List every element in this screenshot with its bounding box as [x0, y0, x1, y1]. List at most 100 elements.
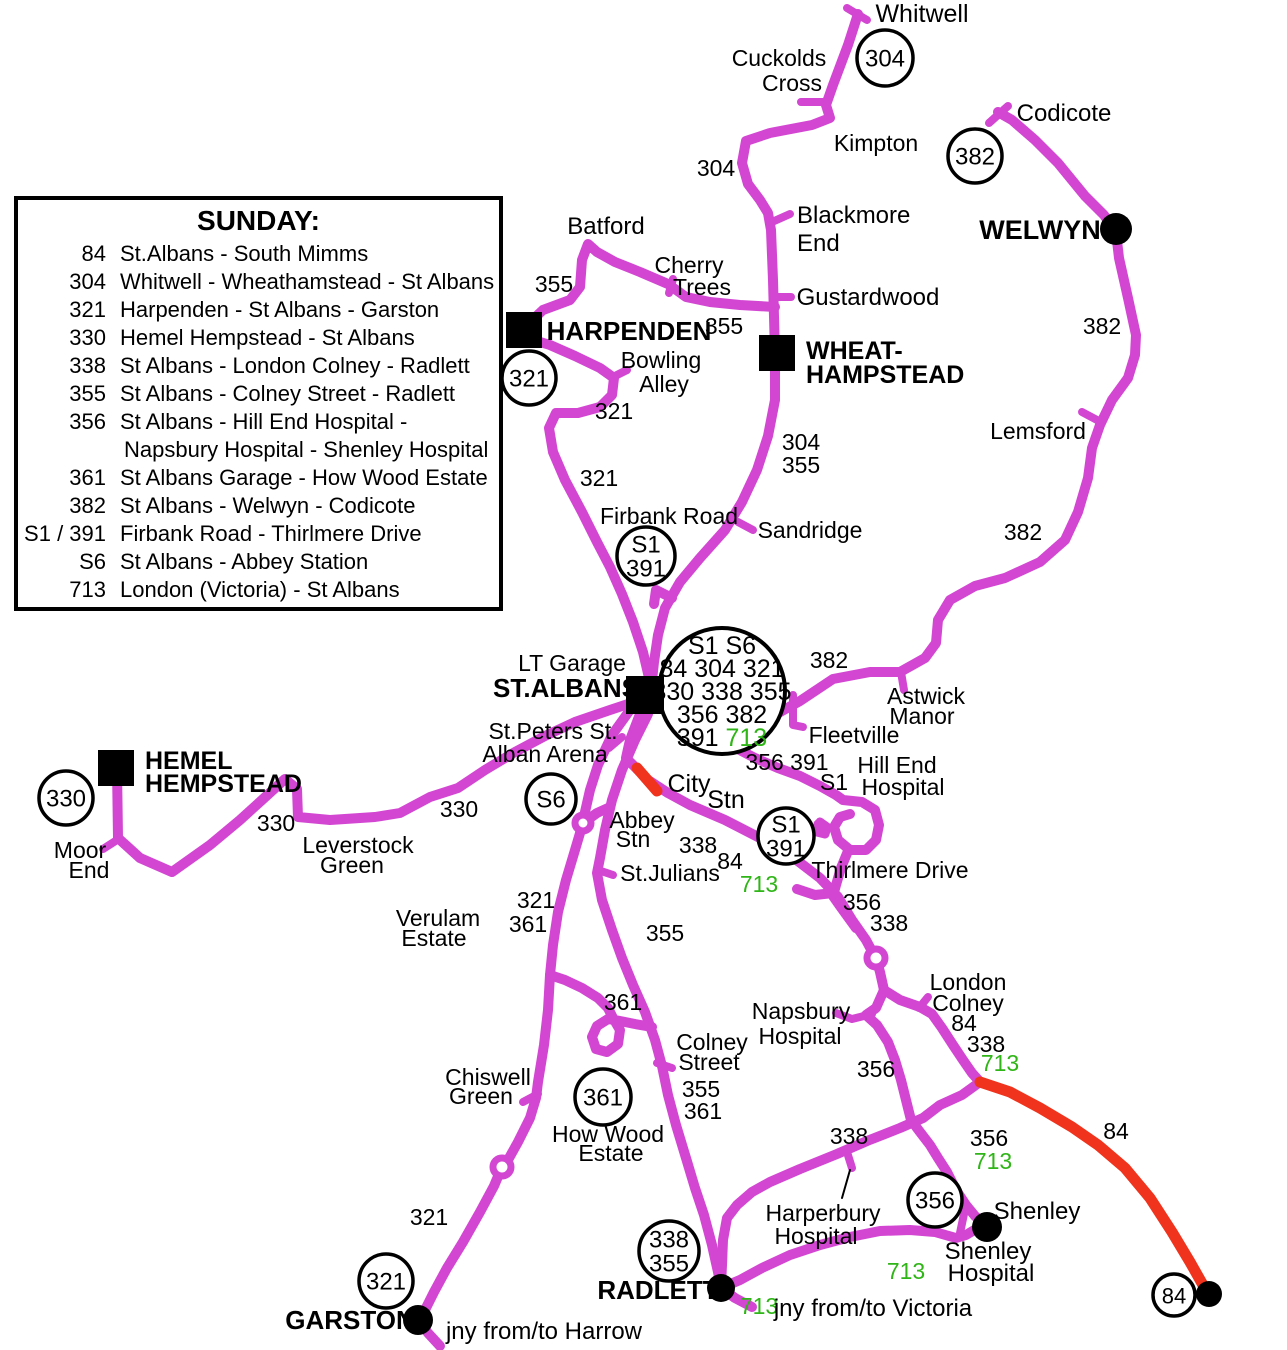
map-label: 361 [604, 989, 642, 1015]
badge-338-355 [637, 1219, 701, 1283]
legend-route-number: 330 [69, 325, 106, 350]
badge-s1-391-firbank-label: S1 [631, 532, 660, 559]
map-label: End [797, 230, 840, 257]
map-label: Trees [673, 274, 731, 300]
map-label: Napsbury [752, 998, 851, 1024]
express-city-stn [631, 762, 663, 797]
map-label: Alban Arena [482, 741, 608, 767]
map-label: 356 391 [745, 749, 828, 775]
map-label: Chiswell [445, 1064, 531, 1090]
badge-356 [906, 1171, 964, 1229]
tick-napsbury-spur [832, 1009, 876, 1023]
map-label: jny from/to Harrow [445, 1318, 643, 1345]
badge-84 [1151, 1272, 1197, 1318]
legend-route-description: St Albans - London Colney - Radlett [120, 353, 470, 378]
map-label: Whitwell [875, 0, 968, 28]
route-382-st-albans-welwyn-codicote [757, 107, 1141, 727]
badge-382 [946, 127, 1004, 185]
tick-chiswell-green [519, 1090, 542, 1106]
map-label: London [930, 969, 1007, 995]
legend-route-description: Whitwell - Wheathamstead - St Albans [120, 269, 495, 294]
map-label: Thirlmere Drive [811, 857, 968, 883]
legend-route-number: 321 [69, 297, 106, 322]
map-label: Blackmore [797, 202, 910, 229]
tick-whitwell-end [843, 4, 871, 24]
map-label: Shenley [994, 1198, 1081, 1225]
badge-st-albans-routes-label: 330 338 355 [652, 678, 791, 706]
map-label: 321 [595, 398, 633, 424]
ring-london-colney-north [863, 945, 889, 971]
map-label: 382 [810, 647, 848, 673]
badge-st-albans-routes-label: S1 S6 [688, 632, 756, 660]
map-label: Manor [889, 703, 955, 729]
map-label: Sandridge [758, 517, 863, 543]
legend-route-description: St Albans - Hill End Hospital - [120, 409, 408, 434]
map-label: 355 [705, 313, 743, 339]
legend-route-description: St Albans Garage - How Wood Estate [120, 465, 488, 490]
map-label: Hill End [857, 752, 936, 778]
route-thirlmere-west-stub [792, 884, 838, 900]
dot-radlett [707, 1274, 735, 1302]
map-label: jny from/to Victoria [773, 1295, 973, 1322]
legend-route-number: 361 [69, 465, 106, 490]
legend-route-number: 338 [69, 353, 106, 378]
map-label: Astwick [887, 683, 965, 709]
legend-route-number: 713 [69, 577, 106, 602]
tick-bowling-alley [609, 366, 631, 381]
map-label: 355 [782, 452, 820, 478]
map-label: Cross [762, 70, 822, 96]
route-338-harperbury [716, 1077, 985, 1291]
map-label: 304 [697, 155, 736, 181]
map-label: Gustardwood [797, 284, 940, 311]
tick-cherry-trees [665, 275, 677, 297]
map-label: Kimpton [834, 130, 918, 156]
badge-361 [573, 1067, 633, 1127]
badge-338-355-label: 338 [649, 1227, 689, 1254]
tick-colney-street [653, 1059, 676, 1072]
badge-304 [855, 28, 915, 88]
legend-route-description: St Albans - Welwyn - Codicote [120, 493, 416, 518]
badge-s1-391-thirlmere-label: 391 [766, 836, 806, 863]
map-label: Green [449, 1083, 513, 1109]
map-label: Abbey [609, 807, 675, 833]
badge-s1-391-thirlmere-label: S1 [771, 812, 800, 839]
legend-route-description: Firbank Road - Thirlmere Drive [120, 521, 422, 546]
express-713-84 [974, 1076, 1209, 1291]
map-label: Hospital [948, 1260, 1035, 1287]
map-label: Cuckolds [732, 45, 827, 71]
map-label: GARSTON [285, 1305, 415, 1335]
terminal-harpenden [506, 312, 542, 348]
map-label: Alley [639, 371, 689, 397]
map-label: 356 [843, 889, 881, 915]
legend-route-description: Hemel Hempstead - St Albans [120, 325, 415, 350]
map-label: 355 [682, 1076, 720, 1102]
route-355-harpenden-wheathampstead [522, 239, 780, 330]
badge-330-label: 330 [46, 786, 86, 813]
badge-s1-391-thirlmere [756, 806, 816, 866]
tick-shenley-hospital [956, 1210, 968, 1237]
legend-entry: 338 St Albans - London Colney - Radlett [18, 352, 499, 380]
tick-harperbury [843, 1148, 856, 1172]
dot-welwyn [1100, 213, 1132, 245]
map-label: 338 [679, 832, 717, 858]
map-label: St.Peters St. [488, 718, 617, 744]
dot-shenley [972, 1212, 1002, 1242]
route-355-st-albans-radlett [592, 709, 726, 1293]
map-label: City [667, 770, 711, 798]
badge-s6 [524, 772, 578, 826]
tick-blackmore-end [768, 210, 794, 226]
map-label: Colney [676, 1029, 748, 1055]
map-label: Colney [932, 990, 1004, 1016]
map-label: 321 [580, 465, 618, 491]
badge-330 [37, 769, 95, 827]
map-label: 713 [887, 1258, 925, 1284]
legend-entry: 361 St Albans Garage - How Wood Estate [18, 464, 499, 492]
legend-route-number: S6 [79, 549, 106, 574]
